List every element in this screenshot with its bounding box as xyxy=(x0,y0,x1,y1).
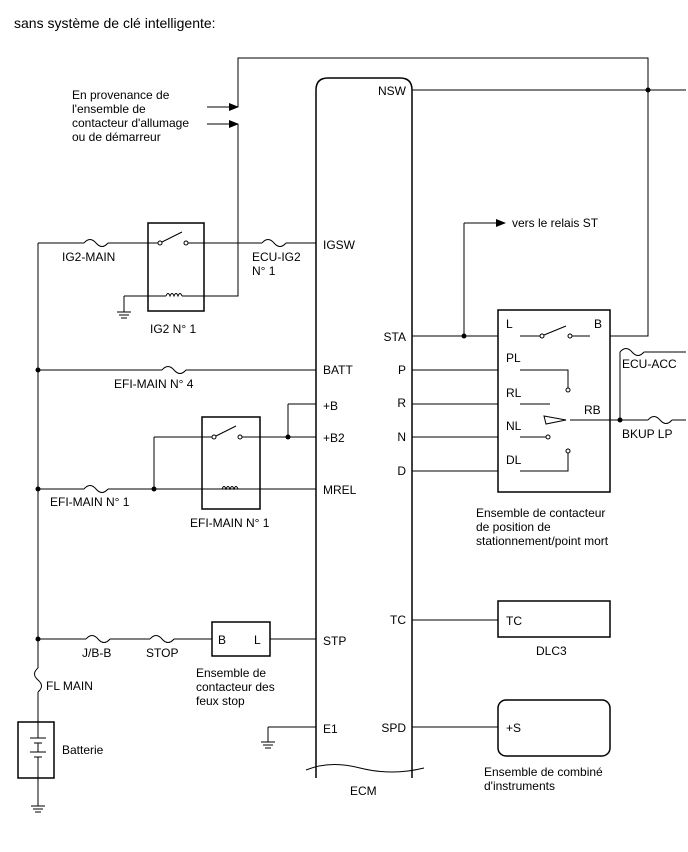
pin-nsw: NSW xyxy=(378,84,407,98)
pin-stp: STP xyxy=(323,634,346,648)
dlc3-connector xyxy=(412,600,611,638)
fuse-bkup-lp: BKUP LP xyxy=(622,427,672,441)
pin-igsw: IGSW xyxy=(323,238,356,252)
fuse-ig2-main: IG2-MAIN xyxy=(62,250,115,264)
svg-text:ou de démarreur: ou de démarreur xyxy=(72,130,161,144)
e1-ground xyxy=(261,726,316,749)
stop-switch-pin-b: B xyxy=(218,633,226,647)
dlc3-pin-tc: TC xyxy=(506,614,522,628)
meter-label: Ensemble de combiné d'instruments xyxy=(484,765,603,793)
fuse-ecu-ig2: ECU-IG2 xyxy=(252,250,301,264)
park-neutral-switch xyxy=(412,309,686,493)
pin-tc: TC xyxy=(390,613,406,627)
pin-plus-b2: +B2 xyxy=(323,431,345,445)
ecm-label: ECM xyxy=(350,784,377,798)
ecm-right-pins: NSW STA P R N D TC SPD xyxy=(378,84,407,735)
diagram-title: sans système de clé intelligente: xyxy=(14,15,216,31)
fuse-efi-main-1: EFI-MAIN N° 1 xyxy=(50,495,130,509)
batt-circuit xyxy=(38,366,316,374)
ig2-circuit xyxy=(38,222,316,319)
pns-pin-b: B xyxy=(594,317,602,331)
left-power-bus xyxy=(35,243,41,668)
relay-efi-label: EFI-MAIN N° 1 xyxy=(190,516,270,530)
svg-text:d'instruments: d'instruments xyxy=(484,779,555,793)
pin-spd: SPD xyxy=(381,721,406,735)
sta-circuit xyxy=(412,219,506,339)
stop-switch-label: Ensemble de contacteur des feux stop xyxy=(196,666,275,708)
ecm-left-pins: IGSW BATT +B +B2 MREL STP E1 xyxy=(323,238,357,736)
meter-pin-s: +S xyxy=(506,721,521,735)
fuse-ecu-acc: ECU-ACC xyxy=(622,357,677,371)
pin-mrel: MREL xyxy=(323,483,357,497)
pns-pin-pl: PL xyxy=(506,351,521,365)
pin-batt: BATT xyxy=(323,363,353,377)
pin-sta: STA xyxy=(384,330,406,344)
combination-meter xyxy=(412,699,611,757)
pin-n: N xyxy=(397,430,406,444)
ignition-source-note: En provenance de l'ensemble de contacteu… xyxy=(72,88,189,144)
st-relay-note: vers le relais ST xyxy=(512,216,599,230)
pns-pin-l: L xyxy=(506,317,513,331)
svg-text:stationnement/point mort: stationnement/point mort xyxy=(476,534,609,548)
pin-plus-b: +B xyxy=(323,399,338,413)
pns-pin-rl: RL xyxy=(506,386,522,400)
nsw-circuit xyxy=(412,87,686,337)
svg-text:de position de: de position de xyxy=(476,520,551,534)
battery-circuit xyxy=(17,667,55,813)
pin-d: D xyxy=(397,464,406,478)
svg-text:feux stop: feux stop xyxy=(196,694,245,708)
pns-pin-rb: RB xyxy=(584,403,601,417)
pin-p: P xyxy=(398,363,406,377)
svg-text:Ensemble de combiné: Ensemble de combiné xyxy=(484,765,603,779)
fuse-fl-main: FL MAIN xyxy=(46,679,93,693)
svg-text:contacteur des: contacteur des xyxy=(196,680,275,694)
ignition-source-arrows xyxy=(204,57,649,297)
svg-text:contacteur d'allumage: contacteur d'allumage xyxy=(72,116,189,130)
ecm-unit: ECM xyxy=(305,77,425,798)
svg-text:Ensemble de: Ensemble de xyxy=(196,666,266,680)
fuse-jb-b: J/B-B xyxy=(82,646,111,660)
battery-label: Batterie xyxy=(62,743,104,757)
fuse-stop: STOP xyxy=(146,646,178,660)
pns-pin-dl: DL xyxy=(506,453,522,467)
pin-r: R xyxy=(397,396,406,410)
svg-text:Ensemble de contacteur: Ensemble de contacteur xyxy=(476,506,605,520)
pin-e1: E1 xyxy=(323,722,338,736)
dlc3-label: DLC3 xyxy=(536,644,567,658)
fuse-ecu-ig2-num: N° 1 xyxy=(252,264,276,278)
svg-text:En provenance de: En provenance de xyxy=(72,88,170,102)
stop-switch-pin-l: L xyxy=(254,633,261,647)
pns-label: Ensemble de contacteur de position de st… xyxy=(476,506,609,548)
pns-pin-nl: NL xyxy=(506,419,522,433)
relay-ig2-label: IG2 N° 1 xyxy=(150,322,196,336)
stop-circuit xyxy=(38,621,316,657)
svg-text:l'ensemble de: l'ensemble de xyxy=(72,102,146,116)
efi-relay-circuit xyxy=(38,403,316,510)
fuse-efi-main-4: EFI-MAIN N° 4 xyxy=(114,377,194,391)
